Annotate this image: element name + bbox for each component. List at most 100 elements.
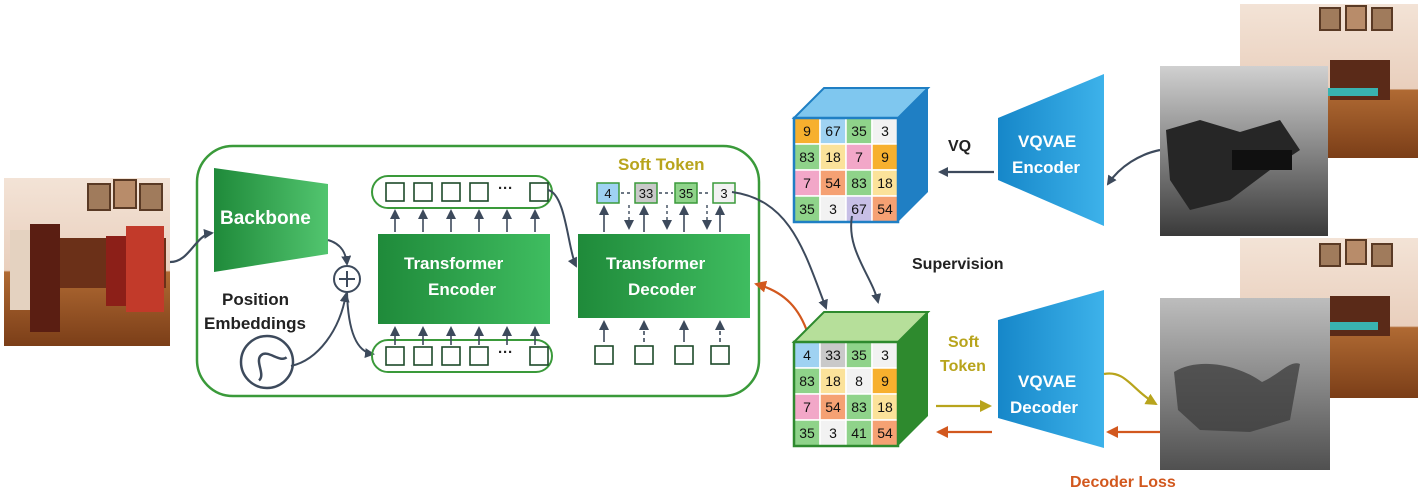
ground-truth-depth-image [1160, 66, 1328, 236]
cube-cell-value: 7 [803, 399, 811, 415]
cube-cell-value: 83 [799, 149, 815, 165]
encoder-output-token [469, 182, 489, 202]
cube-cell-value: 9 [881, 373, 889, 389]
cube-cell-value: 35 [799, 201, 815, 217]
soft-token-label-right-line2: Token [940, 358, 986, 375]
arrow-encoder-to-decoder [547, 189, 577, 268]
encoder-bottom-ellipsis: ··· [498, 344, 513, 361]
cube-side-face [898, 88, 928, 222]
soft-token-box [596, 182, 620, 204]
soft-token-label-right-line1: Soft [948, 334, 980, 351]
cube-cell-value: 8 [855, 373, 863, 389]
transformer-decoder-block [578, 234, 750, 318]
cube-side-face [898, 312, 928, 446]
decoder-query-token [710, 345, 730, 365]
transformer-encoder-block [378, 234, 550, 324]
cube-cell-value: 3 [829, 201, 837, 217]
arrow-depth-to-encoder [1106, 148, 1161, 186]
soft-token-value: 4 [604, 186, 611, 201]
input-image [4, 178, 170, 346]
decoder-query-token [674, 345, 694, 365]
arrow-soft-token-to-cube [731, 191, 828, 310]
cube-cell-value: 9 [803, 123, 811, 139]
encoder-output-token [529, 182, 549, 202]
soft-token-value: 33 [639, 186, 653, 201]
cube-cell-value: 54 [825, 175, 841, 191]
arrow-image-to-backbone [169, 228, 214, 264]
vqvae-encoder-label-line2: Encoder [1012, 158, 1081, 177]
cube-cell-value: 18 [877, 399, 893, 415]
cube-cell [793, 393, 821, 421]
vqvae-decoder-label-line2: Decoder [1010, 398, 1079, 417]
supervision-label: Supervision [912, 256, 1004, 273]
cube-cell-value: 67 [825, 123, 841, 139]
arrow-cube-to-decoder [754, 280, 810, 335]
cube-cell-value: 54 [877, 201, 893, 217]
transformer-decoder-label-line1: Transformer [606, 254, 706, 273]
cube-cell-value: 83 [799, 373, 815, 389]
position-embeddings-label-line2: Embeddings [204, 314, 307, 333]
cube-cell-value: 67 [851, 201, 867, 217]
cube-front-border [792, 116, 900, 224]
cube-cell [819, 393, 847, 421]
cube-cell-value: 9 [881, 149, 889, 165]
cube-cell-value: 35 [851, 123, 867, 139]
transformer-decoder-label-line2: Decoder [628, 280, 697, 299]
cube-cell-value: 35 [851, 347, 867, 363]
sine-wave-icon [239, 334, 295, 390]
vqvae-decoder-block [998, 290, 1104, 448]
vqvae-encoder-block [998, 74, 1104, 226]
cube-cell-value: 18 [825, 149, 841, 165]
predicted-depth-image [1160, 298, 1330, 470]
cube-cell [845, 143, 873, 171]
cube-cell-value: 7 [803, 175, 811, 191]
soft-token-label-top: Soft Token [618, 155, 705, 174]
encoder-input-token [469, 346, 489, 366]
cube-cell-value: 35 [799, 425, 815, 441]
encoder-top-ellipsis: ··· [498, 180, 513, 197]
soft-token-value: 35 [679, 186, 693, 201]
encoder-input-tokens [371, 339, 553, 373]
backbone-label: Backbone [220, 208, 311, 229]
cube-cell [845, 169, 873, 197]
cube-cell-value: 3 [881, 123, 889, 139]
cube-cell [819, 419, 847, 447]
cube-cell [819, 169, 847, 197]
encoder-input-token [385, 346, 405, 366]
cube-cell-value: 4 [803, 347, 811, 363]
cube-cell [845, 117, 873, 145]
encoder-input-token [441, 346, 461, 366]
position-embeddings-label-line1: Position [222, 290, 290, 309]
cube-cell-value: 3 [881, 347, 889, 363]
vq-label: VQ [948, 138, 972, 155]
cube-cell [871, 169, 899, 197]
backbone-block [214, 168, 328, 272]
cube-cell-value: 18 [877, 175, 893, 191]
cube-front-border [792, 340, 900, 448]
cube-cell-value: 18 [825, 373, 841, 389]
cube-cell-value: 83 [851, 399, 867, 415]
cube-cell [845, 195, 873, 223]
encoder-input-token [413, 346, 433, 366]
vqvae-decoder-label-line1: VQVAE [1018, 372, 1077, 391]
arrow-decoder-to-depth [1103, 372, 1158, 406]
cube-cell [793, 419, 821, 447]
encoder-output-token [385, 182, 405, 202]
encoder-output-token [441, 182, 461, 202]
encoder-output-token [413, 182, 433, 202]
supervision-arrow [850, 215, 882, 304]
cube-cell-value: 3 [829, 425, 837, 441]
soft-token-box [634, 182, 658, 204]
transformer-encoder-label-line2: Encoder [428, 280, 497, 299]
main-network-frame [195, 144, 761, 398]
cube-cell [793, 169, 821, 197]
decoder-loss-label: Decoder Loss [1070, 474, 1176, 491]
decoder-query-token [594, 345, 614, 365]
cube-cell-value: 41 [851, 425, 867, 441]
decoder-query-token [634, 345, 654, 365]
transformer-encoder-label-line1: Transformer [404, 254, 504, 273]
